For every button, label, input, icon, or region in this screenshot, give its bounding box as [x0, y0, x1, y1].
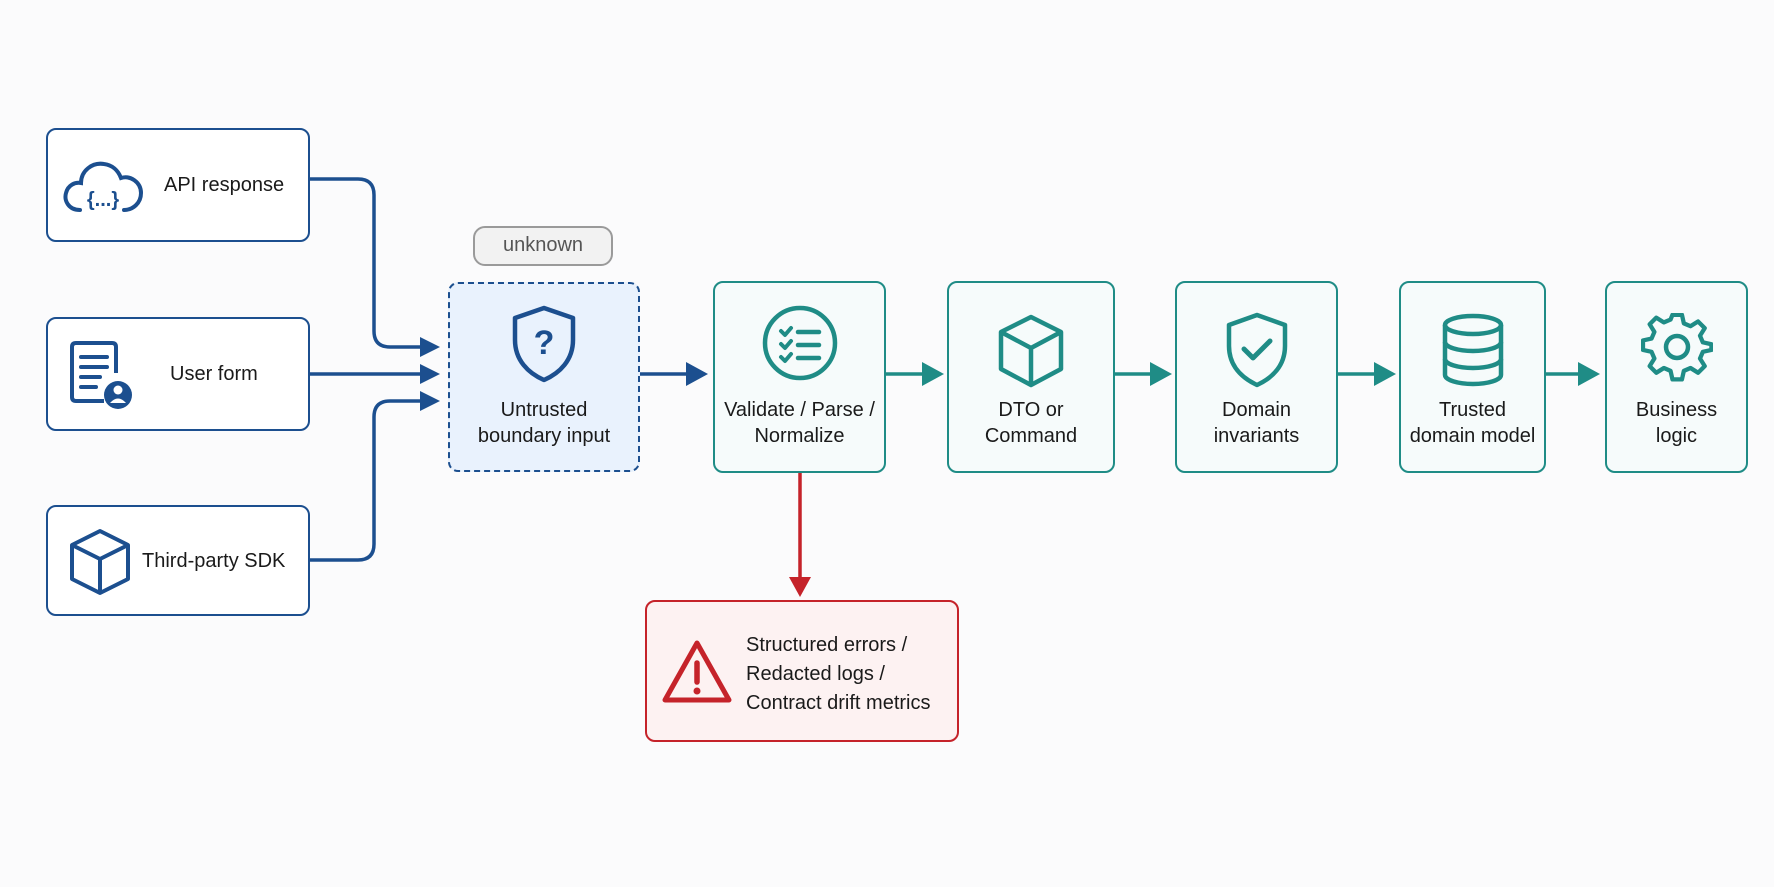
boundary-label-1: Untrusted — [500, 399, 588, 421]
cube-icon — [997, 313, 1065, 394]
stage-invariants-label-2: invariants — [1213, 425, 1300, 447]
stage-business-label-1: Business — [1635, 399, 1718, 421]
connector-sdk — [310, 399, 420, 562]
unknown-tag: unknown — [473, 226, 613, 266]
cube-icon — [68, 527, 132, 602]
untrusted-boundary-node: ? Untrusted boundary input — [448, 282, 640, 472]
warning-icon — [661, 638, 733, 711]
stage-validate-label-1: Validate / Parse / — [724, 399, 875, 421]
stage-validate: Validate / Parse / Normalize — [713, 281, 886, 473]
stage-business-logic: Business logic — [1605, 281, 1748, 473]
boundary-label-2: boundary input — [477, 425, 611, 447]
source-form-label: User form — [170, 363, 258, 385]
form-user-icon — [68, 339, 134, 416]
stage-invariants-label-1: Domain — [1222, 399, 1291, 421]
svg-text:{...}: {...} — [87, 189, 119, 211]
stage-trusted-model: Trusted domain model — [1399, 281, 1546, 473]
stage-business-label-2: logic — [1655, 425, 1698, 447]
error-output-node: Structured errors / Redacted logs / Cont… — [645, 600, 959, 742]
stage-domain-invariants: Domain invariants — [1175, 281, 1338, 473]
stage-dto-label-2: Command — [984, 425, 1078, 447]
source-user-form: User form — [46, 317, 310, 431]
stage-dto-label-1: DTO or — [998, 399, 1064, 421]
shield-check-icon — [1224, 311, 1290, 394]
gear-icon — [1640, 312, 1714, 390]
stage-trusted-label-1: Trusted — [1438, 399, 1507, 421]
error-label-3: Contract drift metrics — [746, 692, 931, 714]
source-api-response: {...} API response — [46, 128, 310, 242]
error-label-2: Redacted logs / — [746, 663, 885, 685]
cloud-json-icon: {...} — [62, 154, 146, 223]
shield-question-icon: ? — [509, 304, 579, 389]
svg-text:?: ? — [534, 324, 555, 362]
error-label-1: Structured errors / — [746, 634, 908, 656]
checklist-icon — [760, 303, 840, 388]
connector-api — [310, 177, 420, 349]
source-api-label: API response — [164, 174, 285, 196]
stage-dto-command: DTO or Command — [947, 281, 1115, 473]
stage-validate-label-2: Normalize — [754, 425, 845, 447]
source-third-party-sdk: Third-party SDK — [46, 505, 310, 616]
stage-trusted-label-2: domain model — [1409, 425, 1536, 447]
database-icon — [1440, 313, 1506, 394]
source-sdk-label: Third-party SDK — [142, 550, 286, 572]
